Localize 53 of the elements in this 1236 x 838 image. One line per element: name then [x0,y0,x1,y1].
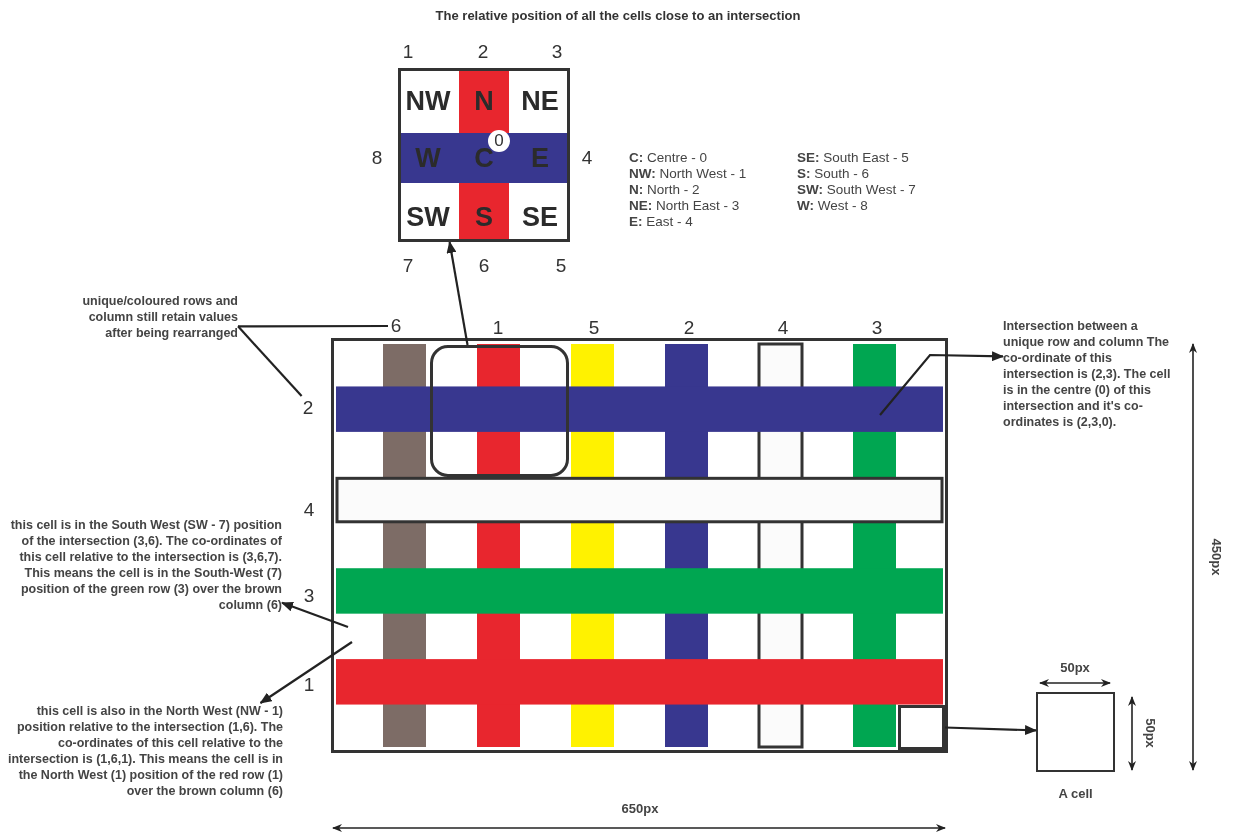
arrow [446,241,469,346]
annotation-text: this cell is also in the North West (NW - 1) position relative to the intersection (1,6). The co-ordinates of this cell relative to the intersection is (1,6,1). This means the cell is in the North West (1) position of the red row (1) over the brown column (6) [2,703,283,833]
arrow [281,601,349,629]
direction-label: E [531,142,549,174]
leader-line [238,324,388,328]
arrow [259,641,353,704]
compass-number: 6 [478,255,490,277]
arrow [944,725,1037,736]
legend-entry: W: West - 8 [797,198,868,213]
column-number: 6 [388,314,404,338]
annotation-text: this cell is in the South West (SW - 7) position of the intersection (3,6). The co-ordinates of this cell relative to the intersection is (3,6,7). This means the cell is in the South-West (7) position of the green row (3) over the brown column (6) [2,517,282,647]
legend-entry: NE: North East - 3 [629,198,740,213]
legend-entry: NW: North West - 1 [629,166,747,181]
compass-number: 5 [555,255,567,277]
compass-number: 4 [581,147,593,169]
direction-label: W [415,142,441,174]
legend-entry: N: North - 2 [629,182,700,197]
column-number: 4 [777,317,789,339]
leader-line [237,325,303,397]
dimension-label: 650px [621,800,659,816]
direction-label: N [474,85,494,117]
compass-number: 7 [402,255,414,277]
row-number: 4 [303,499,315,521]
legend-entry: S: South - 6 [797,166,870,181]
dimension-label: 50px [1142,718,1158,748]
direction-label: NW [405,85,451,117]
direction-label: NE [521,85,559,117]
direction-label: S [475,201,493,233]
diagram-title: The relative position of all the cells close to an intersection [435,8,801,23]
column-number: 2 [683,317,695,339]
legend-entry: SW: South West - 7 [797,182,916,197]
column-number: 3 [871,317,883,339]
legend-entry: E: East - 4 [629,214,693,229]
dimension-label: 50px [1060,659,1090,675]
row-number: 3 [303,585,315,607]
legend-entry: SE: South East - 5 [797,150,909,165]
compass-number: 8 [371,147,383,169]
legend-entry: C: Centre - 0 [629,150,708,165]
compass-number: 1 [402,41,414,63]
cell-outline [898,705,945,750]
compass-number: 3 [551,41,563,63]
annotation-text: Intersection between a unique row and column The co-ordinate of this intersection is (2,3). The cell is in the centre (0) of this intersection and it's co-ordinates is (2,3,0). [1003,318,1181,478]
cell-caption: A cell [1058,786,1093,801]
row-number: 1 [303,674,315,696]
arrow [879,351,1004,416]
column-number: 5 [588,317,600,339]
direction-label: SE [522,201,558,233]
annotation-text: unique/coloured rows and column still retain values after being rearranged [68,293,238,361]
row-number: 2 [300,396,316,420]
dimension-label: 450px [1208,538,1224,576]
column-number: 1 [492,317,504,339]
direction-label: SW [406,201,450,233]
compass-number: 2 [477,41,489,63]
